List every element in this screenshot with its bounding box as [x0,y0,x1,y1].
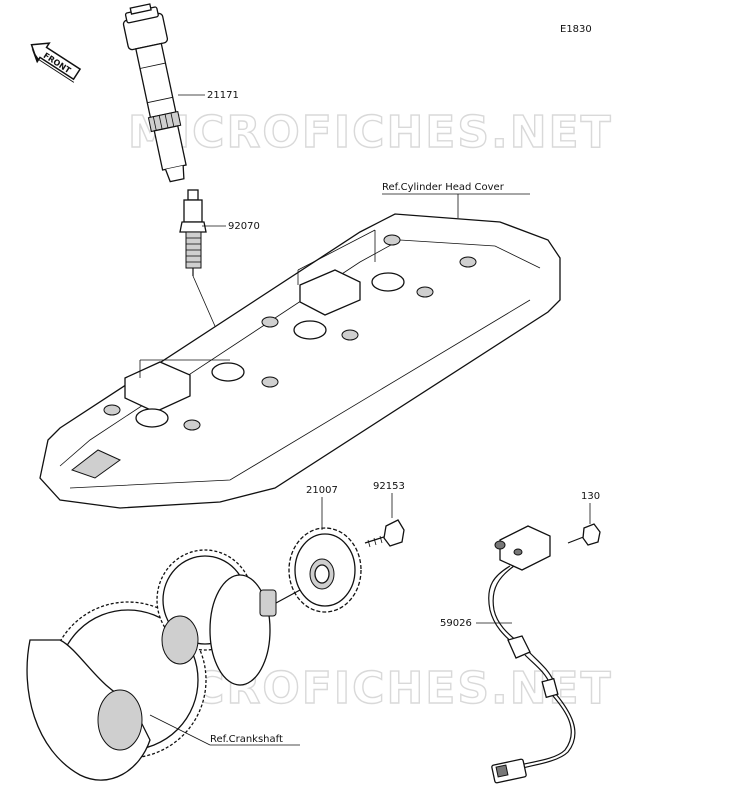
label-21171: 21171 [207,90,239,101]
diagram-id: E1830 [560,24,592,35]
label-92153: 92153 [373,481,405,492]
sensor-bolt-part [567,523,601,546]
watermark-top: MICROFICHES.NET [128,107,613,158]
gear-bolt-part [364,519,405,548]
label-crankshaft: Ref.Crankshaft [210,734,283,745]
ignition-coil-part [122,3,187,183]
sensor-part [488,525,576,784]
cylinder-head-cover-part [39,213,561,509]
watermark-bottom: MICROFICHES.NET [128,663,613,714]
label-59026: 59026 [440,618,472,629]
label-130: 130 [581,491,600,502]
crankshaft-part [26,549,301,781]
label-21007: 21007 [306,485,338,496]
front-arrow-icon: FRONT [30,42,82,83]
spark-plug-part [179,189,207,276]
gear-part [288,527,362,613]
label-92070: 92070 [228,221,260,232]
label-cylinder-head-cover: Ref.Cylinder Head Cover [382,182,505,193]
